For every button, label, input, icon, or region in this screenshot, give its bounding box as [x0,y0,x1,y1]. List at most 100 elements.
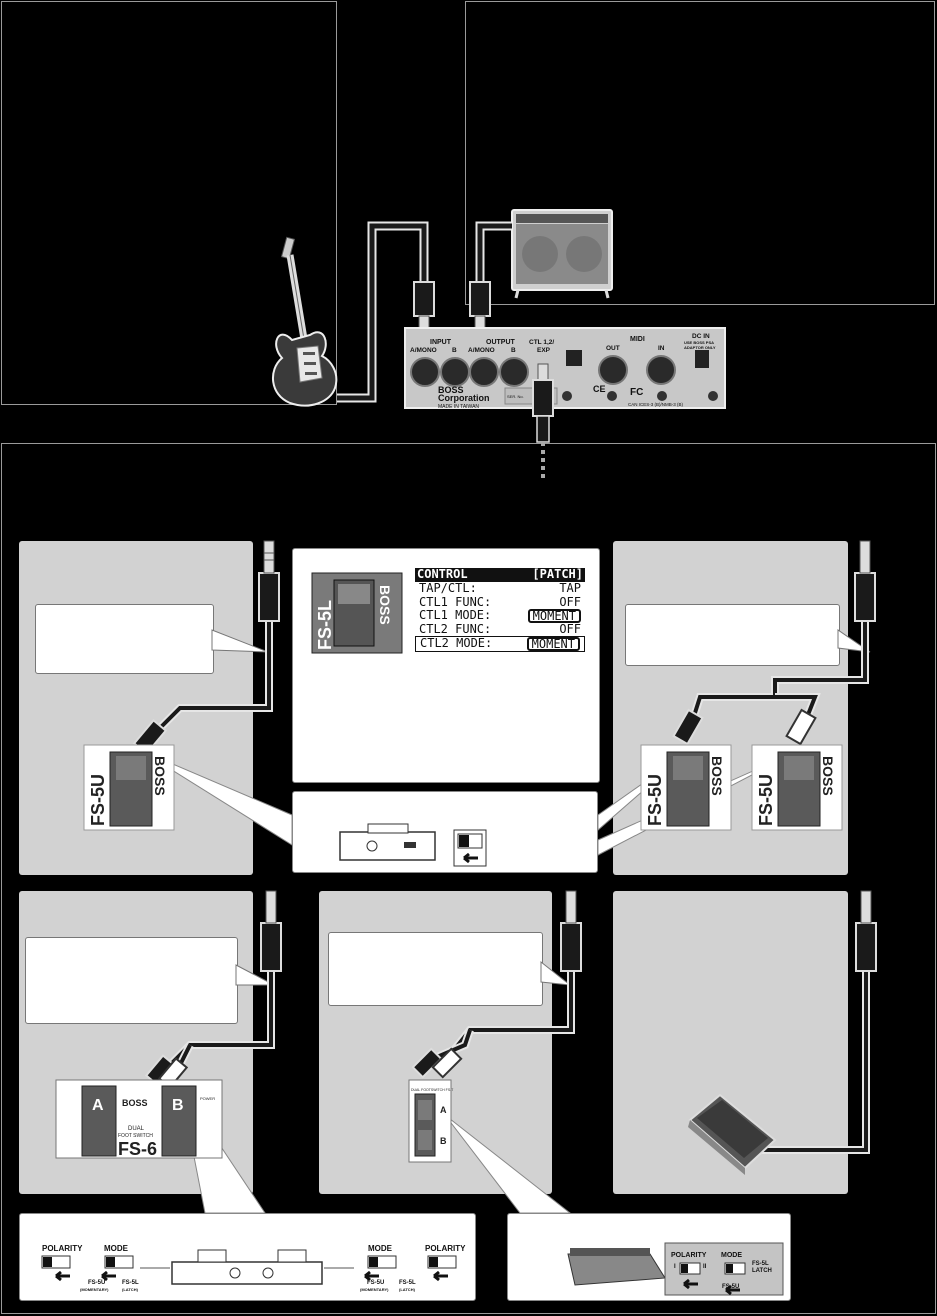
fs6-polarity-switch-b-icon [427,1255,457,1282]
callout-fs5u-single [35,604,214,674]
fs7-fs5u-label: FS-5U [722,1284,740,1290]
fs7-mode-switch-icon [724,1262,746,1296]
lcd-row-value: OFF [559,621,581,636]
rear-input-a: A/MONO [410,347,437,354]
rear-dcin-sub1: USE BOSS PSA [684,340,714,345]
fs5u-pedal-icon [83,744,175,831]
fs7-name-label: DUAL FOOTSWITCH FS-7 [411,1088,453,1092]
ctl-plug-icon [532,363,554,480]
fs7-polarity-label: POLARITY [671,1252,707,1259]
rear-midi-out: OUT [606,345,620,352]
fs6-mode-label-a: MODE [104,1244,128,1253]
lcd-row-selected: CTL2 MODE: MOMENT [415,636,585,652]
zoom-wedge [139,749,293,846]
rear-canices: CAN ICES-3 (B)/NMB-3 (B) [628,402,684,407]
lcd-row-value-highlighted: MOMENT [526,637,580,651]
fs6-latch-label-a: (LATCH) [122,1287,138,1292]
rear-output-label: OUTPUT [486,339,516,346]
lcd-row-value: TAP [559,581,581,595]
fs7-polarity-switch-icon [679,1262,701,1290]
fs7-mode-label: MODE [721,1252,742,1259]
rear-panel-device [404,327,726,409]
fs7-pedal-icon [408,1079,452,1163]
lcd-row-label: CTL2 FUNC: [419,621,492,636]
fs5u-a-boss: BOSS [709,756,725,796]
fs5u-b-boss: BOSS [820,756,836,796]
fs6-polarity-switch-a-icon [41,1255,71,1282]
fs5u-a-label: FS-5U [645,774,665,826]
callout-tail [211,629,269,653]
fs6-foot-label: FOOT SWITCH [118,1133,153,1139]
rear-made-in: MADE IN TAIWAN [438,404,479,410]
lcd-row: TAP/CTL: TAP [415,581,585,596]
lcd-row-label: CTL1 MODE: [419,608,492,622]
lcd-title: CONTROL [417,567,468,581]
expression-pedal-icon [688,1093,777,1175]
lcd-row: CTL1 MODE: MOMENT [415,608,585,623]
guitar-icon [271,236,338,407]
rear-dcin-label: DC IN [692,333,710,340]
fs6-power-label: POWER [200,1096,215,1101]
callout-tail [540,960,572,986]
fs5l-label: FS-5L [315,600,335,650]
fs6-b-label: B [172,1097,184,1114]
fs7-pol-i-label: I [674,1264,676,1270]
fs7-fs5l-label: FS-5L [752,1261,769,1267]
rear-ce: CE [593,384,606,394]
fs5u-single-cable [132,540,280,756]
fs5u-b-label: FS-5U [756,774,776,826]
fs6-fs5u-label-a: FS-5U [88,1280,106,1286]
fs5u-label: FS-5U [88,774,108,826]
fs6-polarity-label-a: POLARITY [42,1244,83,1253]
callout-tail [235,964,275,986]
rear-fcc: FC [630,387,643,398]
rear-brand-boss: BOSS [438,385,464,395]
rear-ser: SER. No. [507,394,524,399]
fs5u-pedal-a-icon [640,744,732,831]
fs6-fs5l-label-b: FS-5L [399,1280,416,1286]
fs5u-pedal-b-icon [751,744,843,831]
fs6-pedal-icon [55,1079,223,1159]
control-lcd-screen: CONTROL [PATCH] TAP/CTL: TAP CTL1 FUNC: … [415,567,585,656]
lcd-row-label: CTL1 FUNC: [419,594,492,609]
lcd-header: CONTROL [PATCH] [415,567,585,582]
lcd-title-right: [PATCH] [532,567,583,581]
fs6-side-view-icon [140,1249,354,1285]
rear-ctl-sub: EXP [537,347,551,354]
lcd-row-label: TAP/CTL: [419,581,477,595]
fs5u-dual-cable [672,540,876,746]
lcd-row-value-highlighted: MOMENT [527,609,581,623]
rear-brand-corp: Corporation [438,393,490,403]
fs5l-boss-label: BOSS [377,585,393,625]
fs6-latch-label-b: (LATCH) [399,1287,415,1292]
fs6-a-label: A [92,1097,104,1114]
lcd-row: CTL2 FUNC: OFF [415,621,585,637]
lcd-row: CTL1 FUNC: OFF [415,594,585,610]
rear-ctl-label: CTL 1,2/ [529,339,554,346]
fs7-a-label: A [440,1105,447,1115]
fs6-momentary-label-b: (MOMENTARY) [360,1287,389,1292]
fs7-side-view-icon [567,1248,666,1286]
fs5u-boss-label: BOSS [152,756,168,796]
fs6-switch-detail [19,1213,476,1301]
callout-fs5u-dual [625,604,840,666]
fs6-fs5u-label-b: FS-5U [367,1280,385,1286]
fs6-mode-label-b: MODE [368,1244,392,1253]
rear-input-b: B [452,347,457,354]
polarity-switch-icon [453,829,487,867]
fs7-latch-label: LATCH [752,1268,772,1274]
fs5l-pedal-icon [311,572,403,654]
rear-midi-in: IN [658,345,665,352]
fs5u-side-view-icon [339,823,436,861]
fs6-polarity-label-b: POLARITY [425,1244,466,1253]
fs6-dual-label: DUAL [128,1126,145,1132]
fs6-mode-switch-b-icon [364,1255,397,1282]
fs6-name-label: FS-6 [118,1139,157,1159]
fs7-pol-ii-label: II [703,1264,707,1270]
fs7-b-label: B [440,1136,447,1146]
lcd-row-label: CTL2 MODE: [420,636,493,650]
expression-cable [760,890,877,1154]
fs6-fs5l-label-a: FS-5L [122,1280,139,1286]
callout-fs6 [25,937,238,1024]
lcd-row-value: OFF [559,594,581,609]
